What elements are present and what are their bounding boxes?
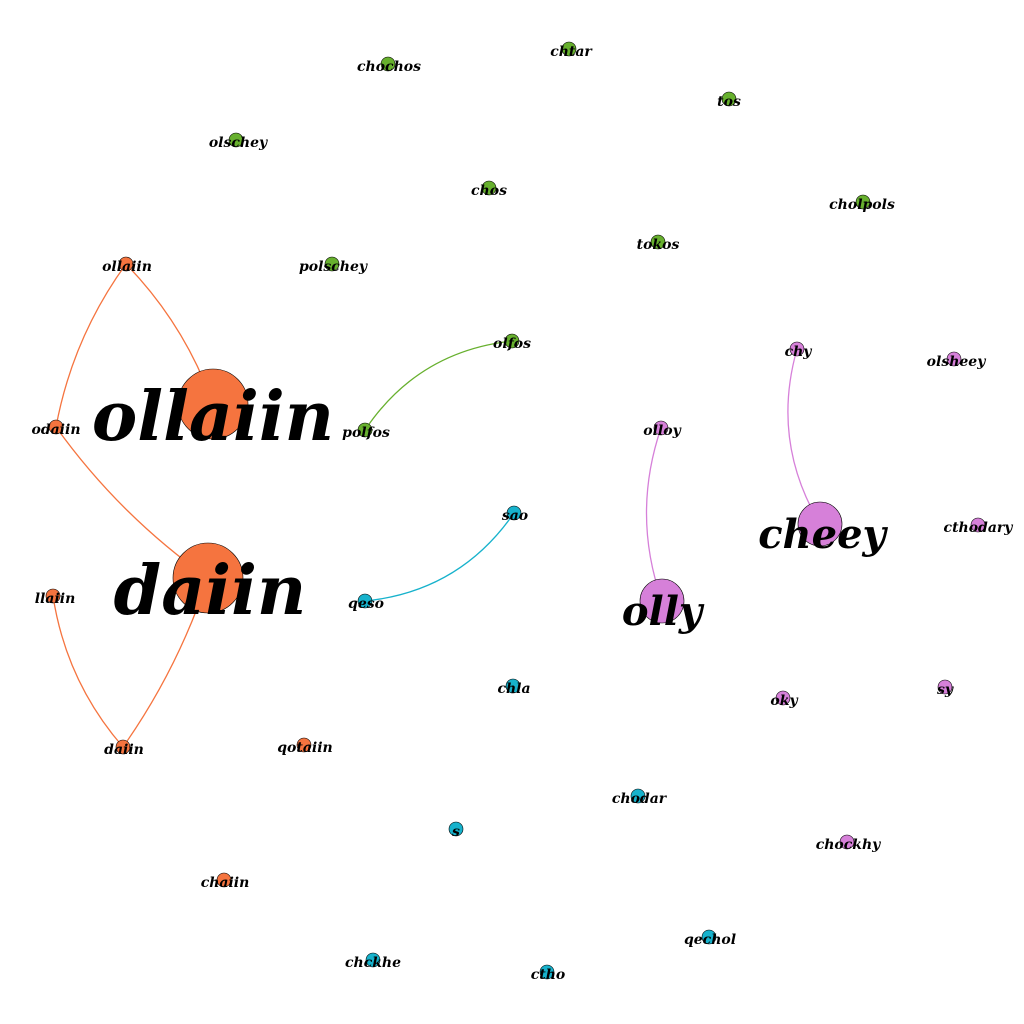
node-label-n8: chaiin <box>201 875 250 891</box>
node-label-n29: qeso <box>348 596 384 612</box>
node-label-n22: olsheey <box>927 354 987 370</box>
node-n27[interactable] <box>839 834 855 850</box>
node-n32[interactable] <box>448 821 464 837</box>
edge-n23-n20 <box>645 427 663 602</box>
node-label-n5: llaiin <box>35 591 76 607</box>
node-n31[interactable] <box>630 788 646 804</box>
node-n8[interactable] <box>216 872 232 888</box>
node-n4[interactable] <box>48 419 64 435</box>
node-n12[interactable] <box>228 132 244 148</box>
node-n3[interactable] <box>118 256 134 272</box>
node-label-n16: polschey <box>299 259 368 275</box>
node-n28[interactable] <box>506 505 522 521</box>
node-label-n27: chockhy <box>816 837 881 853</box>
node-n26[interactable] <box>937 679 953 695</box>
node-label-n9: chochos <box>357 59 421 75</box>
node-label-n33: qechol <box>684 932 736 948</box>
node-n35[interactable] <box>539 964 555 980</box>
node-n25[interactable] <box>775 690 791 706</box>
node-label-n24: cthodary <box>944 520 1014 536</box>
node-label-n13: chos <box>471 183 507 199</box>
node-n10[interactable] <box>561 41 577 57</box>
node-label-n32: s <box>452 824 460 840</box>
nodes-layer <box>45 41 986 980</box>
node-label-n19: cheey <box>758 511 888 558</box>
node-label-n35: ctho <box>531 967 566 983</box>
node-label-n34: chckhe <box>345 955 401 971</box>
node-label-n20: olly <box>622 588 705 635</box>
node-n9[interactable] <box>380 56 396 72</box>
node-label-n15: tokos <box>637 237 680 253</box>
node-n17[interactable] <box>504 333 520 349</box>
node-n20[interactable] <box>639 578 685 624</box>
node-n19[interactable] <box>797 501 843 547</box>
edge-n28-n29 <box>364 512 515 602</box>
edge-n17-n18 <box>364 340 513 431</box>
node-n23[interactable] <box>653 420 669 436</box>
node-label-n30: chla <box>497 681 530 697</box>
edge-n5-n6 <box>52 595 124 748</box>
node-n1[interactable] <box>177 368 249 440</box>
node-n34[interactable] <box>365 952 381 968</box>
node-n16[interactable] <box>324 256 340 272</box>
node-label-n31: chodar <box>612 791 668 807</box>
node-n7[interactable] <box>296 737 312 753</box>
node-n30[interactable] <box>505 678 521 694</box>
node-label-n3: ollaiin <box>102 259 152 275</box>
node-label-n21: chy <box>785 344 813 360</box>
node-n5[interactable] <box>45 588 61 604</box>
node-label-n1: ollaiin <box>92 377 334 457</box>
node-n33[interactable] <box>701 929 717 945</box>
node-label-n14: cholpols <box>829 197 895 213</box>
node-n18[interactable] <box>357 422 373 438</box>
node-n11[interactable] <box>721 91 737 107</box>
node-n22[interactable] <box>946 351 962 367</box>
node-label-n28: sao <box>502 508 528 524</box>
node-n6[interactable] <box>115 739 131 755</box>
edges-layer <box>52 263 821 748</box>
node-label-n6: daiin <box>104 742 144 758</box>
edge-n3-n4 <box>55 263 127 428</box>
node-n2[interactable] <box>172 542 244 614</box>
node-label-n17: olfos <box>493 336 531 352</box>
node-label-n23: olloy <box>643 423 681 439</box>
node-n24[interactable] <box>970 517 986 533</box>
node-label-n4: odaiin <box>31 422 80 438</box>
node-label-n11: tos <box>717 94 741 110</box>
node-n13[interactable] <box>481 180 497 196</box>
node-n21[interactable] <box>789 341 805 357</box>
node-label-n10: chtar <box>550 44 593 60</box>
edge-n21-n19 <box>787 348 821 525</box>
node-label-n26: sy <box>937 682 954 698</box>
labels-layer: ollaiin daiin ollaiin odaiin llaiin daiin qota… <box>31 44 1013 983</box>
node-label-n7: qotaiin <box>277 740 332 756</box>
node-n14[interactable] <box>855 194 871 210</box>
node-n15[interactable] <box>650 234 666 250</box>
node-label-n2: daiin <box>114 551 307 631</box>
node-label-n25: oky <box>770 693 798 709</box>
node-label-n18: polfos <box>342 425 390 441</box>
node-n29[interactable] <box>357 593 373 609</box>
node-label-n12: olschey <box>209 135 268 151</box>
